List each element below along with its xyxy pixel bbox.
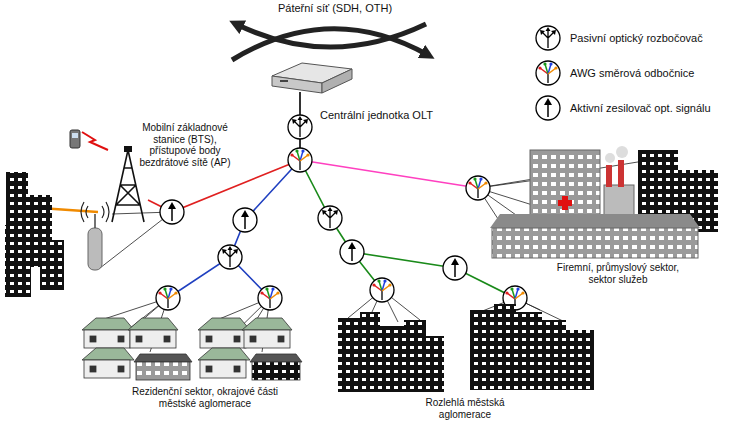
legend-item: Aktivní zesilovač opt. signálu	[534, 94, 711, 122]
urban-towers	[338, 304, 594, 392]
mobile-label: Mobilní základnové stanice (BTS), přístu…	[134, 122, 236, 168]
legend-item: AWG směrová odbočnice	[534, 59, 694, 87]
legend-symbol	[534, 94, 562, 122]
olt-device	[272, 63, 352, 93]
olt-unit: Centrální jednotka OLT	[268, 60, 356, 96]
fibre-lines	[40, 92, 515, 298]
node-label: Centrální jednotka OLT	[320, 109, 433, 122]
legend-text: Aktivní zesilovač opt. signálu	[570, 102, 711, 114]
legend-text: Pasivní optický rozbočovač	[570, 32, 703, 44]
legend-text: AWG směrová odbočnice	[570, 67, 694, 79]
backbone-label: Páteřní síť (SDH, OTH)	[240, 2, 430, 15]
legend-symbol	[534, 59, 562, 87]
residential-houses	[82, 318, 302, 380]
legend-symbol	[534, 24, 562, 52]
business-label: Firemní, průmyslový sektor, sektor služe…	[548, 262, 688, 285]
legend-item: Pasivní optický rozbočovač	[534, 24, 703, 52]
urban-label: Rozlehlá městská aglomerace	[405, 397, 525, 420]
backbone-arrows	[232, 24, 428, 60]
residential-label: Rezidenční sektor, okrajové části městsk…	[130, 386, 280, 409]
left-buildings	[5, 172, 64, 297]
mobile-station	[70, 130, 144, 270]
industrial-buildings	[490, 146, 718, 258]
